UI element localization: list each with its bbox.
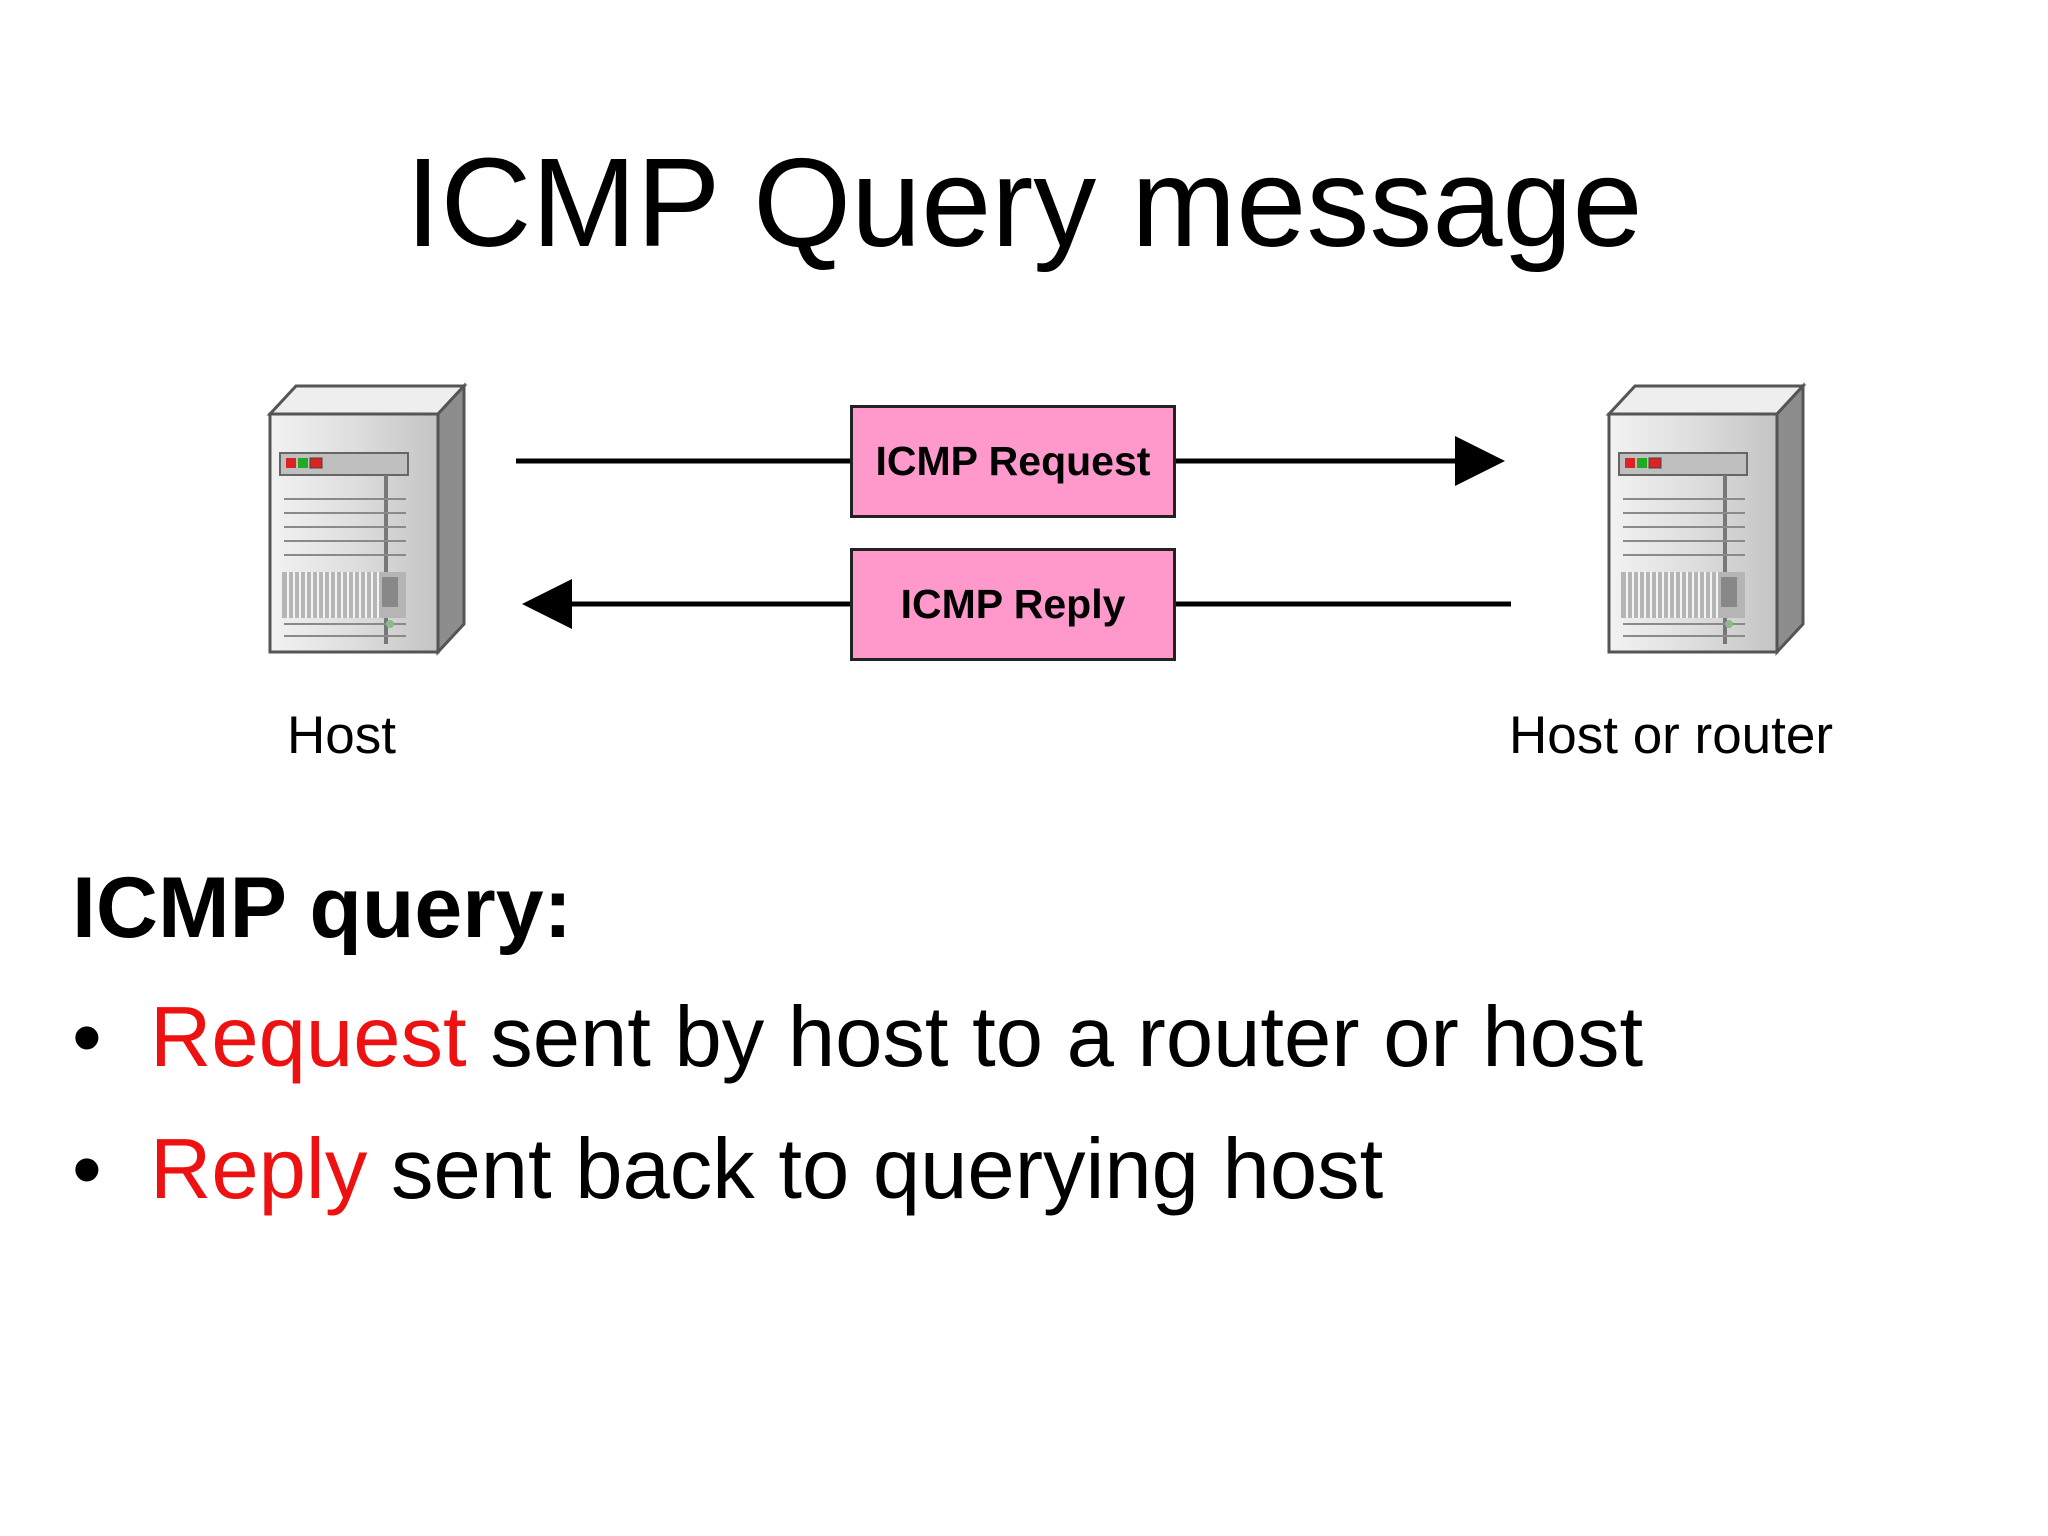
bullet-text: sent by host to a router or host xyxy=(466,990,1644,1085)
bullet-item-request: • Request sent by host to a router or hos… xyxy=(72,990,1643,1086)
icmp-request-box: ICMP Request xyxy=(850,405,1176,518)
icmp-query-diagram: ICMP Request ICMP Reply Host Host or rou… xyxy=(266,382,1834,765)
bullet-text: sent back to querying host xyxy=(367,1122,1384,1217)
diagram-canvas xyxy=(266,382,1807,656)
icmp-request-label: ICMP Request xyxy=(875,438,1151,484)
server-icon xyxy=(1605,382,1807,656)
slide-title: ICMP Query message xyxy=(405,132,1643,273)
icmp-reply-label: ICMP Reply xyxy=(900,581,1126,627)
bullet-item-reply: • Reply sent back to querying host xyxy=(72,1122,1383,1218)
icmp-reply-box: ICMP Reply xyxy=(850,548,1176,661)
left-node-label: Host xyxy=(287,706,396,765)
bullet-marker: • xyxy=(72,1122,102,1217)
right-node-label: Host or router xyxy=(1509,706,1834,765)
bullet-keyword: Request xyxy=(150,990,467,1085)
server-icon xyxy=(266,382,468,656)
bullet-marker: • xyxy=(72,990,102,1085)
section-heading: ICMP query: xyxy=(72,860,573,956)
bullet-keyword: Reply xyxy=(150,1122,368,1217)
